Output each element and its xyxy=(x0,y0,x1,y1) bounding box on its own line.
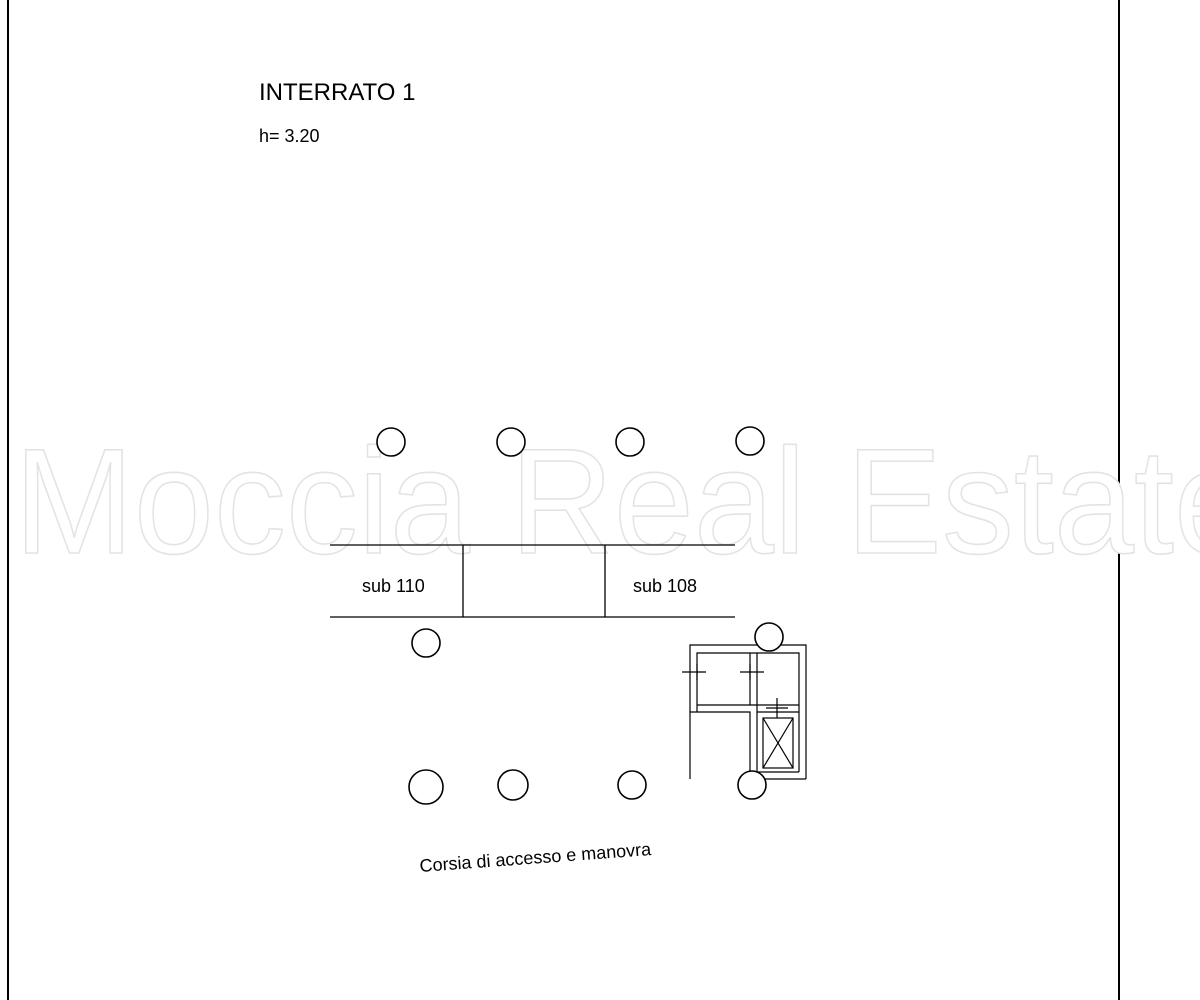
structural-columns xyxy=(376,426,784,805)
height-note: h= 3.20 xyxy=(259,126,320,146)
stair-lift-core xyxy=(682,644,807,780)
column xyxy=(737,770,767,800)
core-outer-wall xyxy=(689,644,807,779)
column xyxy=(735,426,765,456)
unit-label-sub-110: sub 110 xyxy=(362,576,425,596)
lift-shaft xyxy=(762,717,794,769)
core-inner-wall xyxy=(697,704,758,772)
lift-shaft-cross xyxy=(762,717,794,769)
unit-label-sub-108: sub 108 xyxy=(633,576,697,596)
column xyxy=(496,427,526,457)
column xyxy=(376,427,406,457)
column xyxy=(617,770,647,800)
column xyxy=(754,622,784,652)
column xyxy=(408,769,444,805)
aisle-label: Corsia di accesso e manovra xyxy=(419,839,653,876)
core-outer-wall xyxy=(689,711,751,779)
level-title: INTERRATO 1 xyxy=(259,79,415,106)
column xyxy=(411,628,441,658)
column xyxy=(615,427,645,457)
parking-bays: sub 110 sub 108 xyxy=(330,544,735,618)
watermark: Moccia Real Estate xyxy=(14,417,1200,585)
column xyxy=(497,769,529,801)
